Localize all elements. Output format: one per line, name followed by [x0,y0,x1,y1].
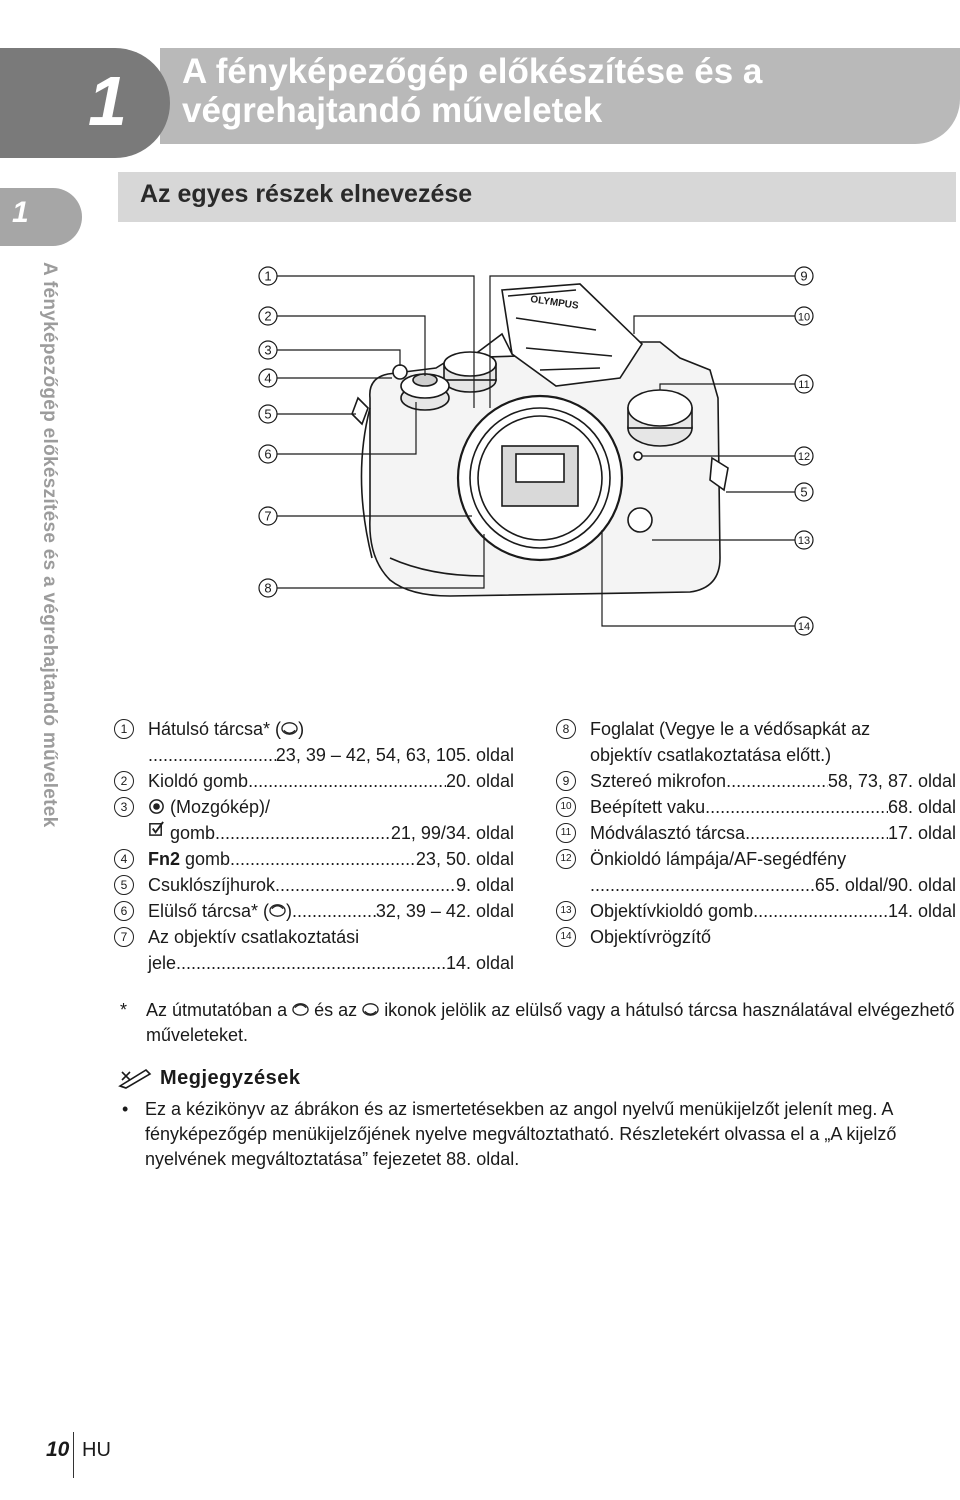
page-ref: 23, 50. oldal [415,849,514,869]
svg-text:14: 14 [798,621,810,633]
list-item: 5 Csuklószíjhurok9. oldal [114,872,514,898]
chapter-title-band [160,48,960,144]
svg-text:5: 5 [800,485,807,500]
item-number: 9 [556,771,576,791]
item-number: 5 [114,875,134,895]
svg-text:3: 3 [264,343,271,358]
page-ref: 58, 73, 87. oldal [827,771,956,791]
sidebar-chapter-tab [0,188,82,246]
sidebar-chapter-number: 1 [12,196,29,229]
callout-left-8: 8 [258,534,485,598]
front-dial-icon [269,904,286,917]
item-number: 10 [556,797,576,817]
rear-dial-icon [281,722,298,735]
callout-right-11: 11 [659,374,814,394]
checkmark-icon [149,821,164,836]
callout-left-7: 7 [258,506,472,526]
callout-right-13: 13 [652,530,814,550]
page-ref: 20. oldal [445,771,514,791]
svg-text:11: 11 [798,379,809,391]
callout-right-10: 10 [633,306,814,334]
item-number: 4 [114,849,134,869]
callout-right-12: 12 [642,446,814,466]
item-number: 13 [556,901,576,921]
page-ref: 23, 39 – 42, 54, 63, 105. oldal [275,745,514,765]
list-item: 3 (Mozgókép)/ gomb21, 99/34. oldal [114,794,514,846]
item-number: 8 [556,719,576,739]
item-number: 7 [114,927,134,947]
list-item: 14 Objektívrögzítő [556,924,956,950]
svg-text:5: 5 [264,407,271,422]
page-ref: 9. oldal [455,875,514,895]
item-number: 14 [556,927,576,947]
notes-list: Ez a kézikönyv az ábrákon és az ismertet… [118,1097,956,1172]
list-item: 4 Fn2 gomb23, 50. oldal [114,846,514,872]
page-number: 10 [46,1438,70,1461]
section-title: Az egyes részek elnevezése [140,180,473,208]
list-item: 9 Sztereó mikrofon58, 73, 87. oldal [556,768,956,794]
list-item: 2 Kioldó gomb20. oldal [114,768,514,794]
svg-text:9: 9 [800,269,807,284]
chapter-header: 1 A fényképezőgép előkészítése és a végr… [0,0,960,160]
notes-pencil-icon [118,1068,152,1089]
page-ref: 14. oldal [887,901,956,921]
list-item: 10 Beépített vaku68. oldal [556,794,956,820]
item-number: 1 [114,719,134,739]
footer-divider [73,1432,74,1478]
movie-record-icon [149,799,164,814]
notes-title: Megjegyzések [160,1066,301,1089]
item-number: 2 [114,771,134,791]
list-item: 12 Önkioldó lámpája/AF-segédfény 65. old… [556,846,956,898]
svg-text:1: 1 [264,269,271,284]
sidebar-chapter-title: A fényképezőgép előkészítése és a végreh… [39,262,60,828]
list-item: 13 Objektívkioldó gomb14. oldal [556,898,956,924]
item-number: 6 [114,901,134,921]
callout-right-14: 14 [601,530,814,636]
list-item: 6 Elülső tárcsa* ()32, 39 – 42. oldal [114,898,514,924]
parts-list-right: 8 Foglalat (Vegye le a védősapkát az obj… [556,716,956,950]
section-title-bar [118,172,956,222]
page-language: HU [82,1439,111,1461]
chapter-number-tab [0,48,170,158]
list-item: 8 Foglalat (Vegye le a védősapkát az obj… [556,716,956,768]
svg-text:2: 2 [264,309,271,324]
svg-text:8: 8 [264,581,271,596]
notes-item: Ez a kézikönyv az ábrákon és az ismertet… [118,1097,956,1172]
svg-text:13: 13 [798,535,810,547]
chapter-title: A fényképezőgép előkészítése és a végreh… [182,52,763,130]
page-ref: 17. oldal [887,823,956,843]
front-dial-icon [292,1003,309,1016]
page-ref: 32, 39 – 42. oldal [375,901,514,921]
callout-left-3: 3 [258,340,401,366]
notes-heading: Megjegyzések [118,1066,301,1090]
callout-left-2: 2 [258,306,426,376]
item-number: 12 [556,849,576,869]
callout-left-5: 5 [258,404,356,424]
page-ref: 14. oldal [445,953,514,973]
callout-left-6: 6 [258,402,417,464]
callout-right-9: 9 [489,266,814,408]
list-item: 7 Az objektív csatlakoztatási jele14. ol… [114,924,514,976]
camera-front-diagram: 1 2 3 4 5 6 7 [258,266,814,636]
footnote: * Az útmutatóban a és az ikonok jelölik … [120,1000,955,1045]
parts-list-left: 1 Hátulsó tárcsa* () 23, 39 – 42, 54, 63… [114,716,514,976]
svg-text:12: 12 [798,451,810,463]
svg-text:4: 4 [264,371,271,386]
rear-dial-icon [362,1003,379,1016]
item-number: 11 [556,823,576,843]
page-ref: 65. oldal/90. oldal [814,875,956,895]
chapter-number: 1 [88,62,127,140]
callout-right-5: 5 [726,482,814,502]
svg-text:10: 10 [798,312,810,324]
list-item: 11 Módválasztó tárcsa17. oldal [556,820,956,846]
page-ref: 21, 99/34. oldal [390,823,514,843]
svg-text:6: 6 [264,447,271,462]
callout-left-4: 4 [258,368,392,388]
item-number: 3 [114,797,134,817]
list-item: 1 Hátulsó tárcsa* () 23, 39 – 42, 54, 63… [114,716,514,768]
callout-left-1: 1 [258,266,475,408]
page-ref: 68. oldal [887,797,956,817]
svg-text:7: 7 [264,509,271,524]
